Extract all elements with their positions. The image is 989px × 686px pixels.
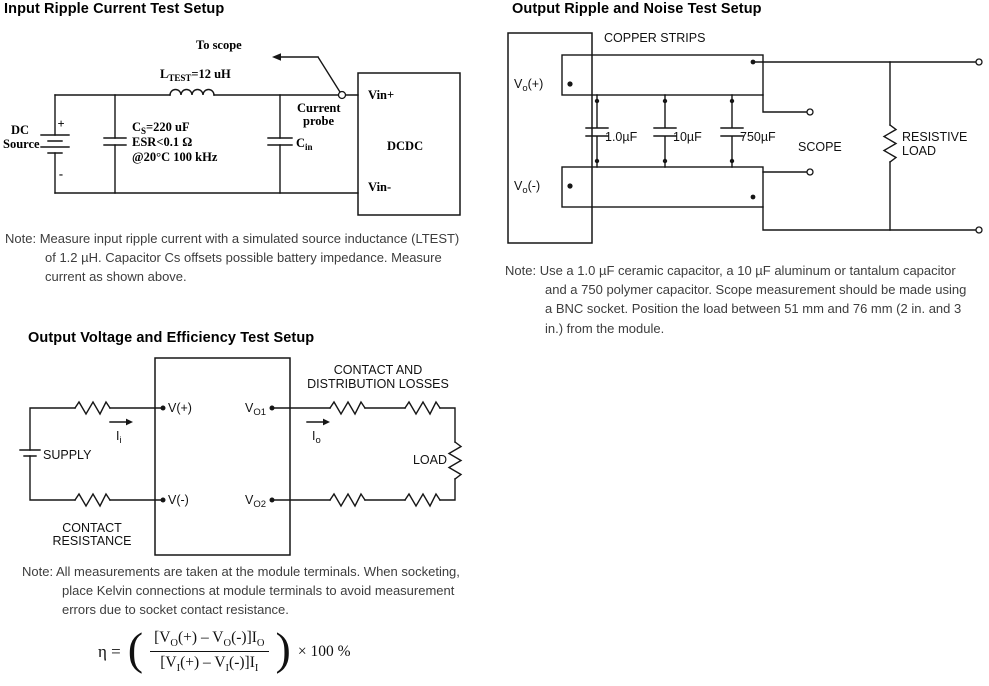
cap2-value-label: 10µF: [673, 130, 702, 144]
equation-lhs: η =: [98, 641, 121, 661]
ltest-label: LTEST=12 uH: [160, 67, 231, 83]
distribution-loss-resistor-3: [329, 492, 366, 508]
dc-source-label-line2: Source: [3, 137, 40, 151]
cin-label: Cin: [296, 136, 313, 152]
equation-fraction: [VO(+) – VO(-)]IO [VI(+) – VI(-)]II: [150, 629, 269, 674]
output-ripple-title: Output Ripple and Noise Test Setup: [512, 1, 762, 17]
output-current-label: Io: [312, 429, 321, 446]
vo-plus-label: Vo(+): [514, 77, 543, 94]
capacitor-750uF-symbol: [720, 94, 744, 168]
vin-plus-label: Vin+: [368, 88, 394, 102]
wires: [54, 94, 359, 194]
note-label: Note:: [505, 263, 537, 278]
note-label: Note:: [5, 231, 37, 246]
capacitor-1uF-symbol: [585, 94, 609, 168]
contact-resistance-label-line1: CONTACT: [62, 521, 122, 535]
contact-resistance-bottom-symbol: [74, 492, 111, 508]
vo2-terminal: [269, 497, 275, 503]
efficiency-equation: η = ( [VO(+) – VO(-)]IO [VI(+) – VI(-)]I…: [98, 623, 351, 675]
copper-strip-bottom: [561, 166, 764, 208]
vin-minus-label: Vin-: [368, 180, 391, 194]
v-minus-label: V(-): [168, 493, 189, 507]
supply-battery-symbol: [19, 449, 41, 457]
vo1-terminal: [269, 405, 275, 411]
output-voltage-title: Output Voltage and Efficiency Test Setup: [28, 330, 315, 346]
capacitor-cs-symbol: [103, 137, 127, 146]
current-probe-symbol: [272, 53, 347, 100]
open-paren: (: [127, 623, 144, 675]
load-terminal-bottom: [975, 226, 983, 234]
scope-connection-wires: [750, 58, 983, 234]
note-text: All measurements are taken at the module…: [55, 564, 460, 618]
cs-value-label: CS=220 uF: [132, 120, 190, 136]
input-ripple-diagram: To scope LTEST=12 uH Current probe + - D…: [3, 38, 461, 216]
capacitor-10uF-symbol: [653, 94, 677, 168]
load-terminal-top: [975, 58, 983, 66]
dcdc-label: DCDC: [387, 139, 423, 153]
output-voltage-diagram: CONTACT AND DISTRIBUTION LOSSES V(+) V(-…: [19, 357, 463, 556]
distribution-loss-resistor-2: [404, 400, 441, 416]
vo1-label: VO1: [245, 401, 266, 418]
wires: [29, 407, 456, 501]
polarity-minus-label: -: [59, 167, 63, 181]
note-text: Use a 1.0 µF ceramic capacitor, a 10 µF …: [539, 263, 967, 336]
note-text: Measure input ripple current with a simu…: [39, 231, 460, 285]
close-paren: ): [275, 623, 291, 675]
capacitor-cin-symbol: [267, 137, 293, 146]
v-plus-label: V(+): [168, 401, 192, 415]
losses-label-line2: DISTRIBUTION LOSSES: [307, 377, 449, 391]
supply-label: SUPPLY: [43, 448, 92, 462]
dc-source-battery-symbol: [40, 134, 70, 154]
note-label: Note:: [22, 564, 54, 579]
scope-terminal-bottom: [806, 168, 814, 176]
vo2-label: VO2: [245, 493, 266, 510]
dcdc-converter-box: [357, 72, 461, 216]
equation-denominator: [VI(+) – VI(-)]II: [150, 651, 269, 674]
module-outline: [154, 357, 291, 556]
vo-minus-label: Vo(-): [514, 179, 540, 196]
vo-plus-terminal: [567, 81, 573, 87]
input-ripple-title: Input Ripple Current Test Setup: [4, 1, 225, 17]
load-resistor-symbol: [447, 441, 463, 480]
output-voltage-note: Note: All measurements are taken at the …: [22, 562, 474, 620]
current-arrow-io: [306, 418, 330, 426]
probe-terminal: [337, 90, 347, 100]
current-probe-label-line1: Current: [297, 101, 341, 115]
output-ripple-diagram: COPPER STRIPS Vo(+) Vo(-) 1.0µF 10µF 750…: [507, 31, 983, 244]
equation-multiplier: × 100 %: [297, 642, 351, 660]
distribution-loss-resistor-4: [404, 492, 441, 508]
to-scope-arrowhead: [272, 53, 281, 61]
resistive-load-symbol: [882, 61, 898, 231]
resistive-load-label-line2: LOAD: [902, 144, 936, 158]
dc-source-label-line1: DC: [11, 123, 29, 137]
contact-resistance-label-line2: RESISTANCE: [53, 534, 132, 548]
scope-terminal-top: [806, 108, 814, 116]
vo-minus-terminal: [567, 183, 573, 189]
polarity-plus-label: +: [57, 117, 64, 131]
copper-strip-top: [561, 54, 764, 96]
distribution-loss-resistor-1: [329, 400, 366, 416]
contact-resistance-top-symbol: [74, 400, 111, 416]
current-arrow-ii: [109, 418, 133, 426]
scope-label: SCOPE: [798, 140, 842, 154]
esr-label: ESR<0.1 Ω: [132, 135, 192, 149]
to-scope-label: To scope: [196, 38, 242, 52]
v-plus-terminal: [160, 405, 166, 411]
output-ripple-note: Note: Use a 1.0 µF ceramic capacitor, a …: [505, 261, 977, 338]
copper-strips-label: COPPER STRIPS: [604, 31, 705, 45]
v-minus-terminal: [160, 497, 166, 503]
resistive-load-label-line1: RESISTIVE: [902, 130, 967, 144]
losses-label-line1: CONTACT AND: [334, 363, 422, 377]
module-outline: [507, 32, 593, 244]
input-ripple-note: Note: Measure input ripple current with …: [5, 229, 463, 287]
cap1-value-label: 1.0µF: [605, 130, 638, 144]
test-condition-label: @20°C 100 kHz: [132, 150, 218, 164]
inductor-ltest-symbol: [169, 88, 215, 96]
load-label: LOAD: [413, 453, 447, 467]
equation-numerator: [VO(+) – VO(-)]IO: [154, 629, 265, 650]
cap3-value-label: 750µF: [740, 130, 776, 144]
input-current-label: Ii: [116, 429, 122, 446]
current-probe-label-line2: probe: [303, 114, 334, 128]
